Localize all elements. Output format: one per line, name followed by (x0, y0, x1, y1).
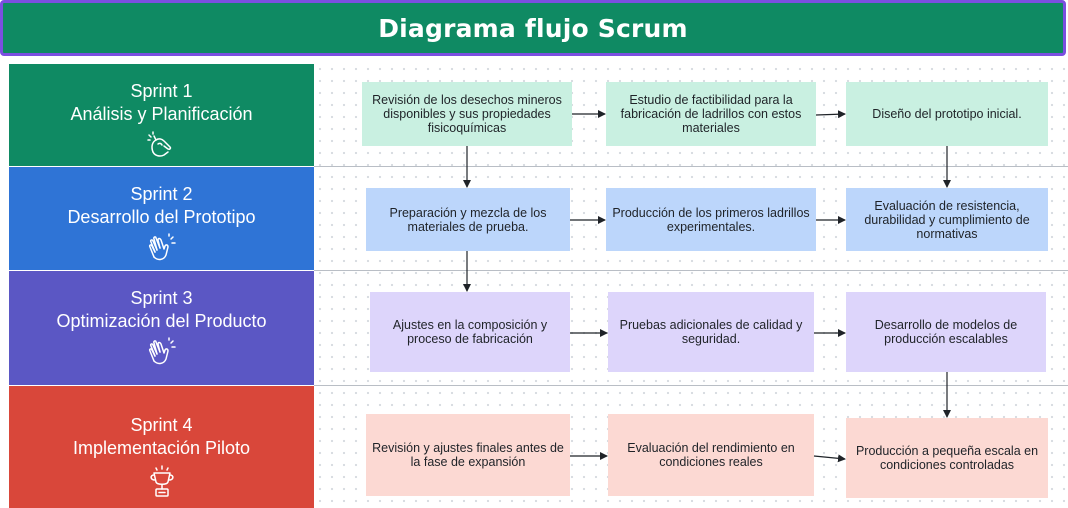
row-divider (314, 270, 1068, 271)
task-text: Preparación y mezcla de los materiales d… (389, 205, 547, 234)
row-divider (314, 385, 1068, 386)
task-box: Producción de los primeros ladrillos exp… (606, 188, 816, 251)
task-text: Producción de los primeros ladrillos exp… (612, 205, 810, 234)
sprint-4-label: Implementación Piloto (72, 438, 251, 458)
sprint-2-name: Sprint 2 (130, 184, 193, 204)
trophy-icon (149, 465, 174, 497)
task-text: Ajustes en la composición y proceso de f… (392, 318, 548, 346)
task-box: Revisión y ajustes finales antes de la f… (366, 414, 570, 496)
task-text: Desarrollo de modelos de producción esca… (874, 318, 1018, 346)
sprint-3-name: Sprint 3 (130, 288, 193, 308)
waving-hand-icon (148, 337, 176, 365)
task-box: Estudio de factibilidad para la fabricac… (606, 82, 816, 146)
task-box: Ajustes en la composición y proceso de f… (370, 292, 570, 372)
task-box: Revisión de los desechos mineros disponi… (362, 82, 572, 146)
sprint-2-panel: Sprint 2 Desarrollo del Prototipo (9, 167, 314, 270)
task-text: Revisión de los desechos mineros disponi… (372, 93, 562, 135)
task-box: Evaluación del rendimiento en condicione… (608, 414, 814, 496)
waving-hand-icon (148, 233, 176, 261)
task-text: Producción a pequeña escala en condicion… (855, 444, 1039, 472)
task-text: Evaluación del rendimiento en condicione… (627, 441, 795, 469)
sprint-1-panel: Sprint 1 Análisis y Planificación (9, 64, 314, 166)
row-divider (314, 166, 1068, 167)
task-box: Desarrollo de modelos de producción esca… (846, 292, 1046, 372)
sprint-4-panel: Sprint 4 Implementación Piloto (9, 386, 314, 508)
pointing-hand-icon (146, 131, 171, 157)
sprint-1-name: Sprint 1 (130, 81, 193, 101)
task-box: Evaluación de resistencia, durabilidad y… (846, 188, 1048, 251)
diagram-title: Diagrama flujo Scrum (378, 13, 688, 43)
task-box: Preparación y mezcla de los materiales d… (366, 188, 570, 251)
task-box: Diseño del prototipo inicial. (846, 82, 1048, 146)
sprint-3-panel: Sprint 3 Optimización del Producto (9, 271, 314, 385)
task-text: Revisión y ajustes finales antes de la f… (372, 441, 564, 469)
task-text: Estudio de factibilidad para la fabricac… (620, 93, 802, 135)
diagram-title-bar: Diagrama flujo Scrum (0, 0, 1066, 56)
task-box: Producción a pequeña escala en condicion… (846, 418, 1048, 498)
task-box: Pruebas adicionales de calidad y segurid… (608, 292, 814, 372)
task-text: Pruebas adicionales de calidad y segurid… (619, 318, 803, 346)
sprint-1-label: Análisis y Planificación (70, 104, 253, 124)
sprint-3-label: Optimización del Producto (56, 311, 267, 331)
task-text: Diseño del prototipo inicial. (872, 107, 1022, 121)
sprint-4-name: Sprint 4 (130, 415, 193, 435)
sprint-2-label: Desarrollo del Prototipo (67, 207, 256, 227)
task-text: Evaluación de resistencia, durabilidad y… (864, 198, 1030, 241)
